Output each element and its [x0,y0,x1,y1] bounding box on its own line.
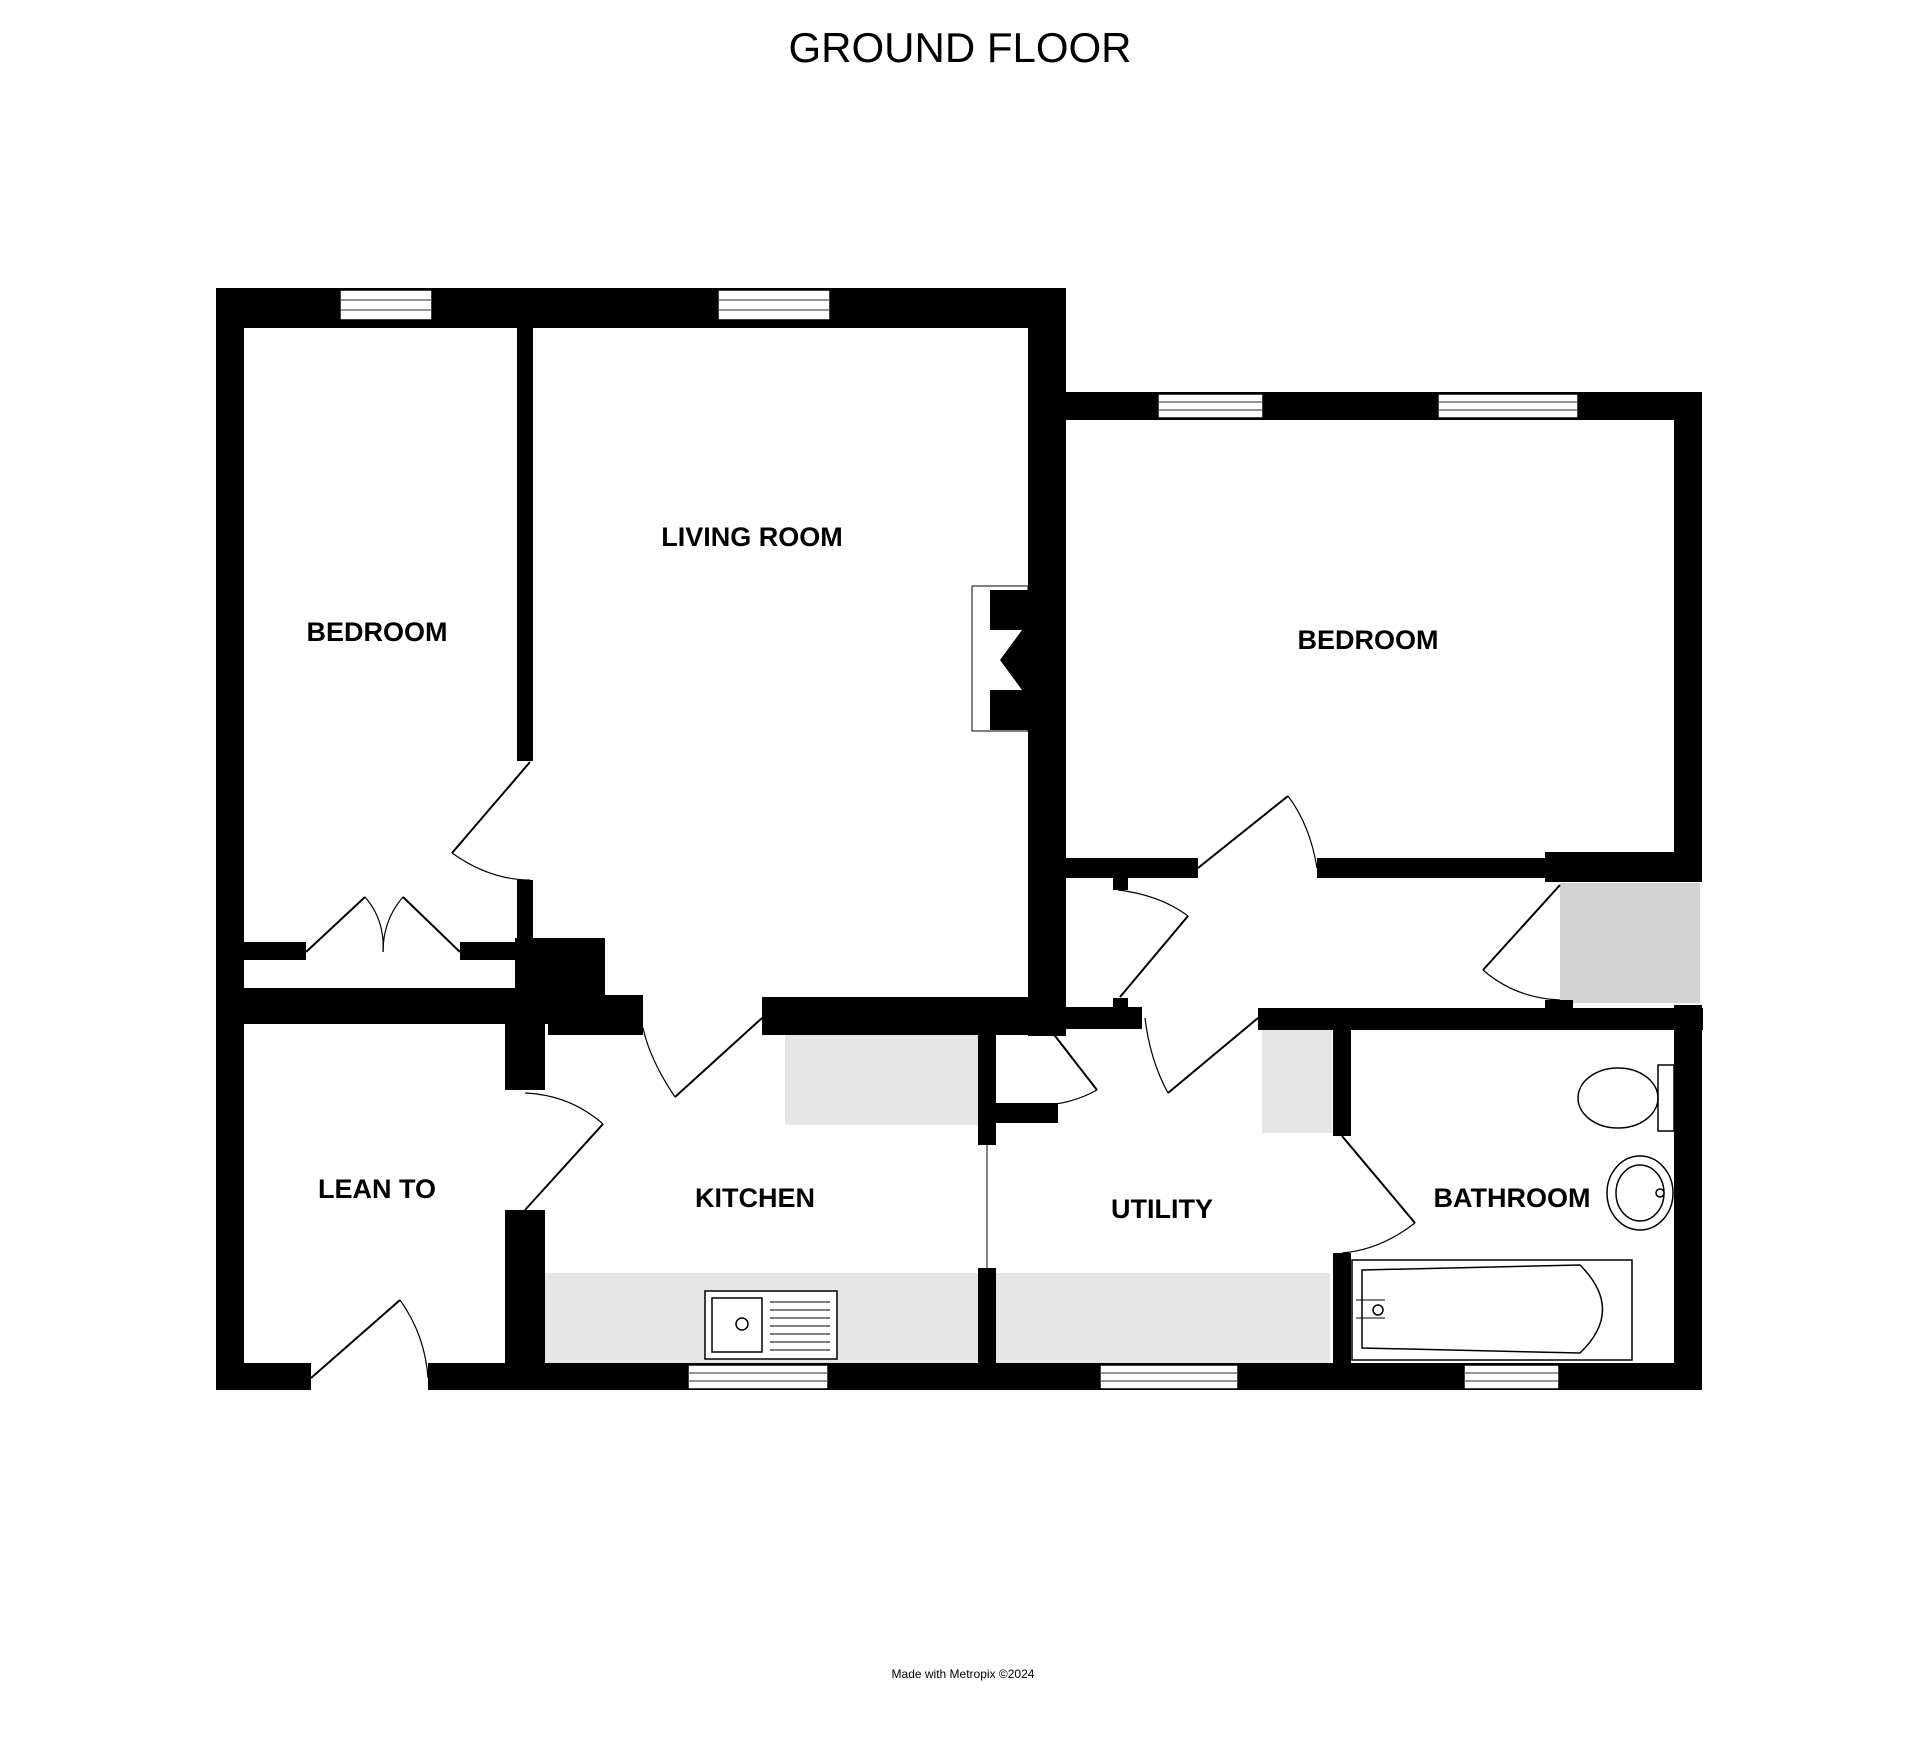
wall [1674,392,1702,882]
wall [1063,858,1198,878]
room-label-bathroom: BATHROOM [1434,1183,1591,1213]
wall [1333,1253,1351,1365]
wall [517,318,533,761]
window [717,289,831,321]
door [1051,1031,1098,1091]
wall [1674,1005,1702,1390]
wall [978,1268,996,1363]
door [1167,1017,1259,1094]
window [1157,393,1264,419]
utility-counter [995,1273,1330,1363]
toilet-bowl [1577,1067,1659,1129]
door [1341,1135,1416,1224]
wall [1545,852,1702,882]
kitchen-counter-top [785,1035,985,1125]
window [1099,1364,1239,1390]
window [687,1364,829,1390]
window [1463,1364,1560,1390]
wall [216,288,244,1390]
wall [978,1103,1058,1123]
wall [1545,1000,1573,1030]
door [524,1123,604,1211]
floor-title: GROUND FLOOR [788,24,1131,71]
door [402,896,461,953]
room-label-lean-to: LEAN TO [318,1174,436,1204]
wall [216,1363,311,1390]
bathtub-inner [1361,1264,1604,1354]
wall [1055,392,1702,420]
credit-text: Made with Metropix ©2024 [892,1667,1035,1681]
door [674,1017,763,1098]
sink-drain [735,1317,749,1331]
window [339,289,433,321]
wall [1028,416,1066,1036]
door [305,896,366,953]
wall [1113,872,1128,890]
fireplace-opening [975,630,1022,690]
door [1119,915,1189,998]
wall [978,1035,996,1145]
room-label-bedroom-left: BEDROOM [307,617,448,647]
toilet-cistern [1657,1064,1675,1132]
window [1437,393,1579,419]
wall [216,942,306,960]
door [451,761,531,854]
walls [216,288,1703,1390]
wall [580,995,643,1035]
room-label-bedroom-right: BEDROOM [1298,625,1439,655]
doors [305,761,1561,1379]
fireplace-outline [971,585,1029,732]
wall [1333,1008,1351,1136]
door [1197,795,1289,869]
room-label-living-room: LIVING ROOM [661,522,843,552]
wall [1258,1008,1703,1030]
room-label-utility: UTILITY [1111,1194,1213,1224]
bath-fixtures [1351,1064,1675,1361]
sink-bowl [711,1297,763,1353]
hall-cupboard [1560,883,1700,1003]
utility-cupboard [1262,1028,1332,1133]
door [1482,884,1561,971]
wall [1062,1007,1142,1029]
wall [505,1020,545,1090]
room-label-kitchen: KITCHEN [695,1183,815,1213]
wall [505,1210,545,1368]
sink [704,1290,838,1360]
wall [762,997,1062,1035]
door [310,1299,401,1379]
wall [216,988,576,1024]
fireplace-detail [971,585,1029,732]
windows [339,289,1579,1390]
